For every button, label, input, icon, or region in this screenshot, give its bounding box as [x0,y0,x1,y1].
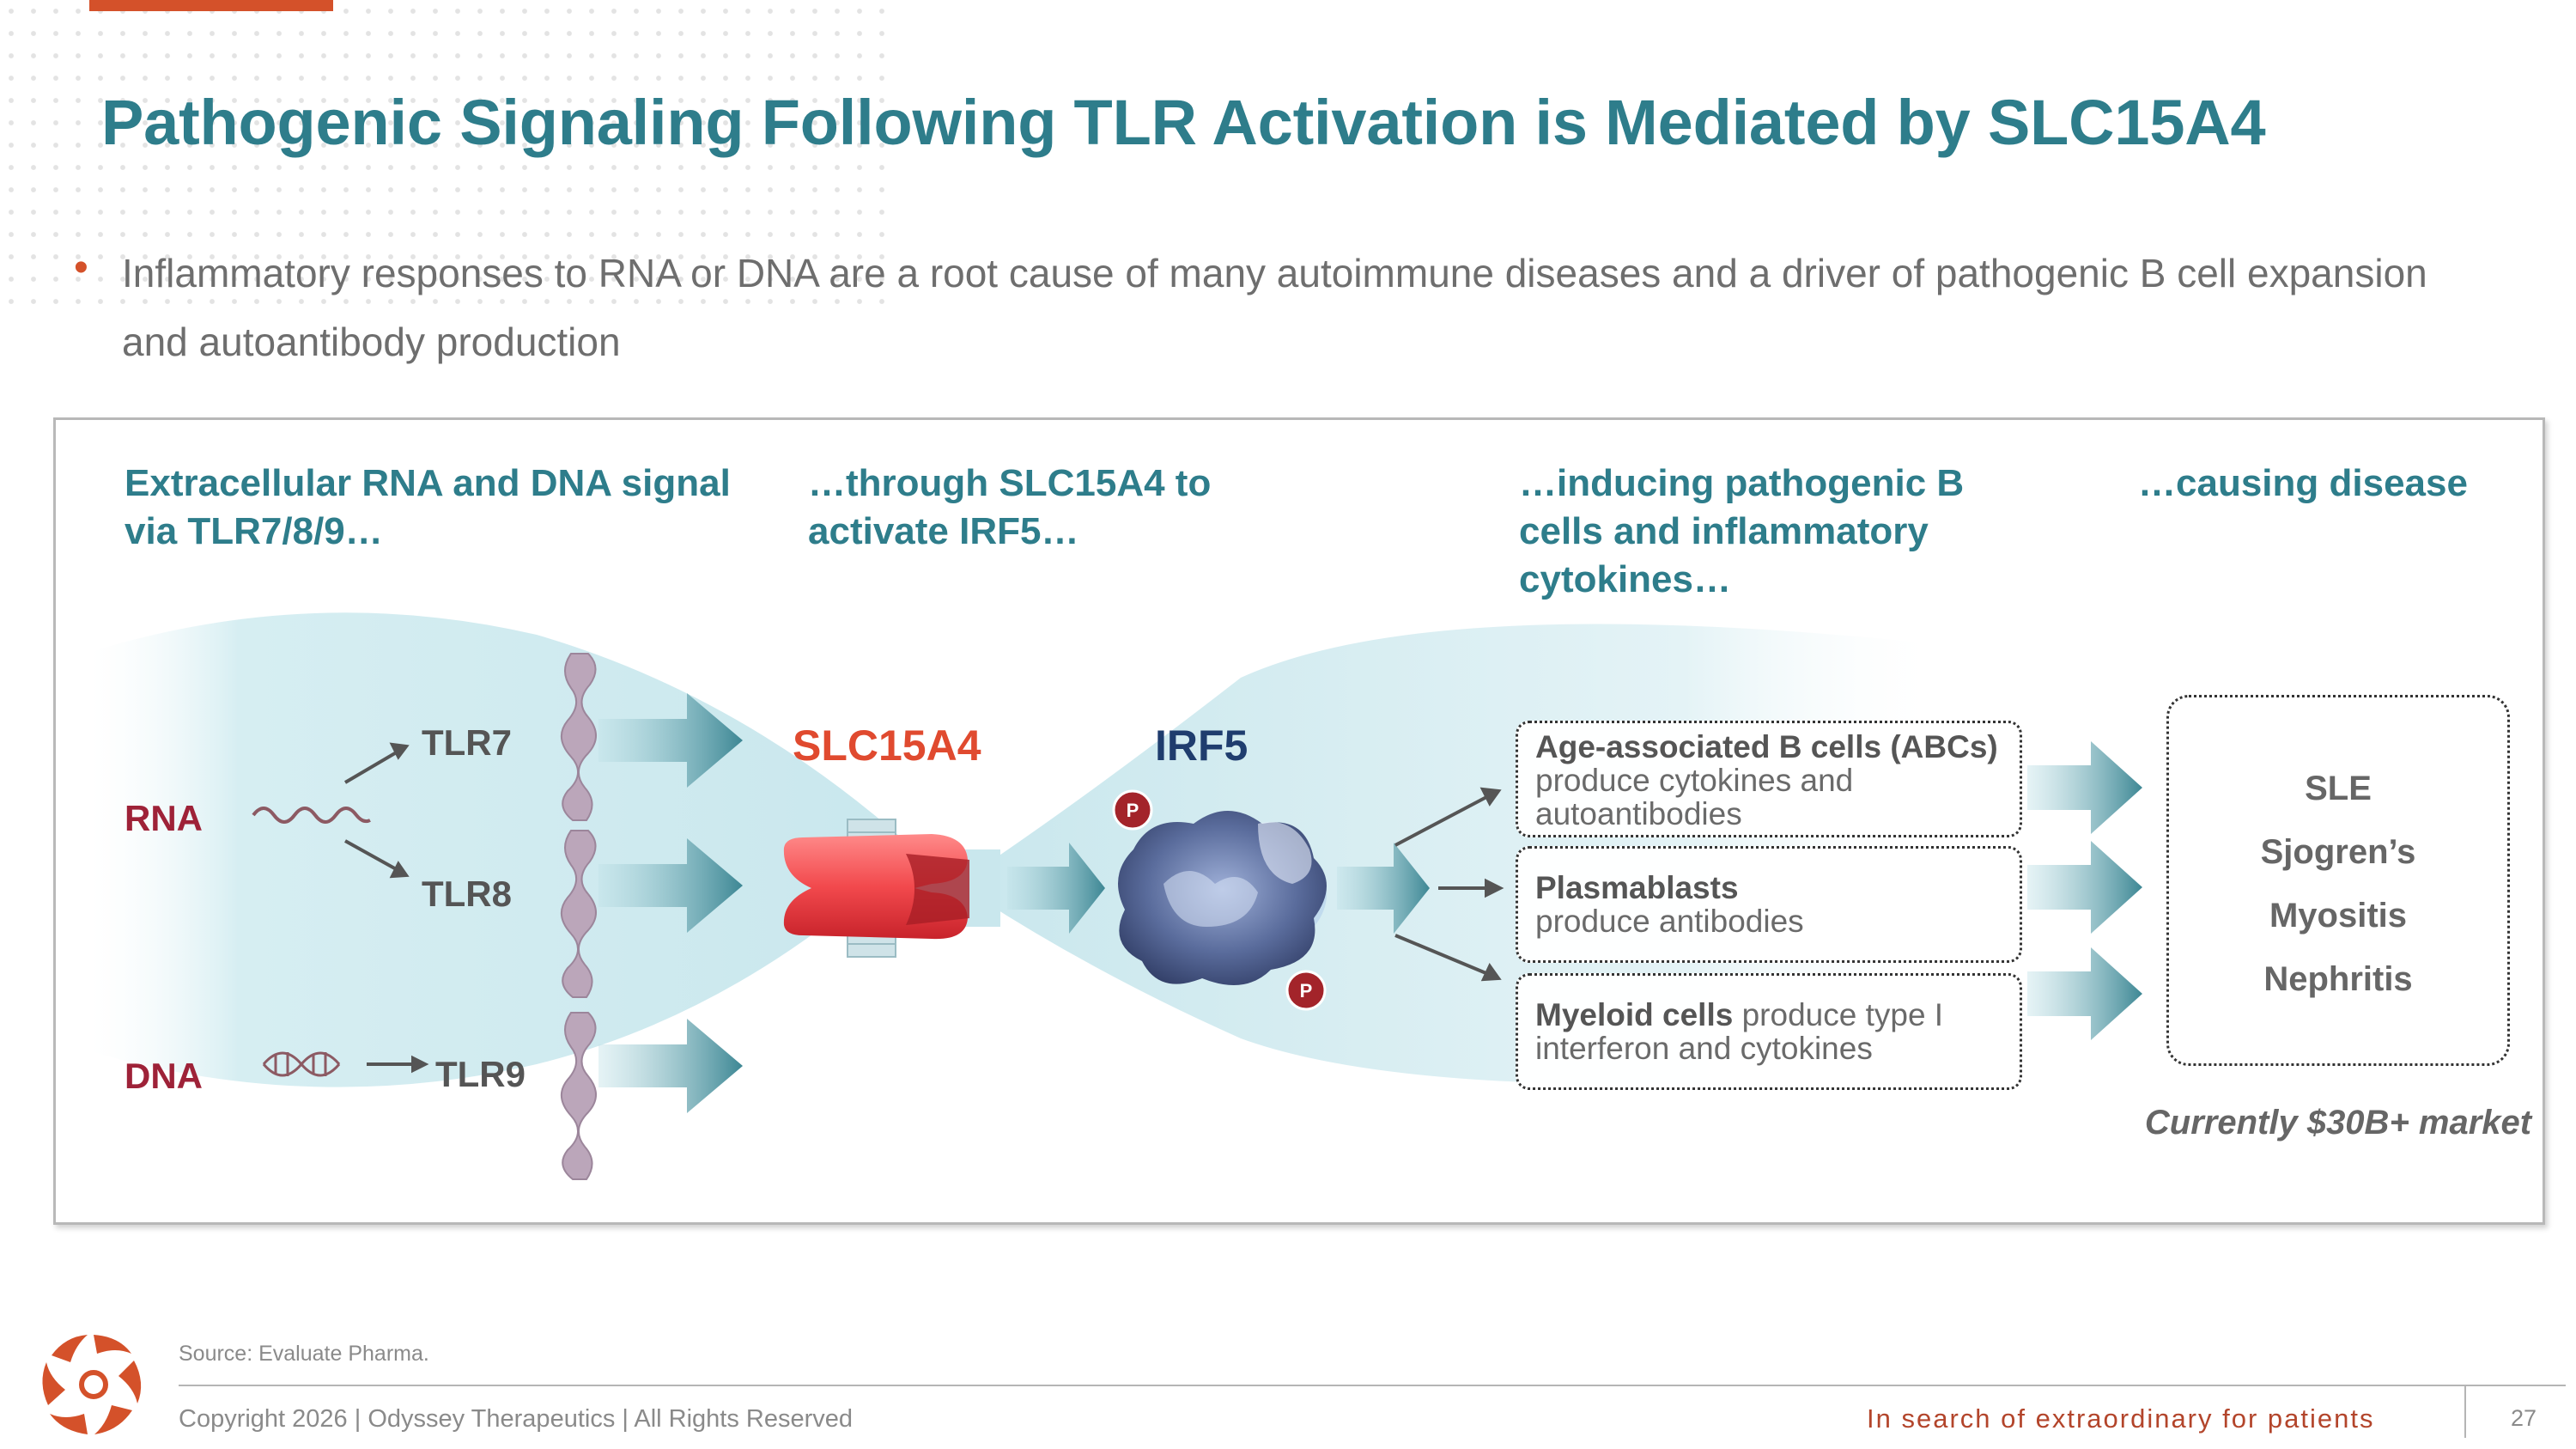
slc-to-irf5-arrow [1007,843,1105,934]
irf5-label: IRF5 [1155,721,1249,770]
source-note: Source: Evaluate Pharma. [179,1342,429,1366]
tlr9-label: TLR9 [435,1054,526,1094]
column-heading-ligands: Extracellular RNA and DNA signal via TLR… [125,462,731,552]
page-number: 27 [2511,1405,2537,1431]
dna-helix [262,1051,341,1077]
irf5-protein [1118,811,1327,985]
cell-box-abcs-title: Age-associated B cells (ABCs) [1535,729,1998,764]
odyssey-logo [42,1335,142,1434]
top-accent-bar [89,0,333,11]
tlr9-receptor [561,1012,597,1180]
disease-item: Nephritis [2263,960,2413,998]
column-heading-slc15a4: …through SLC15A4 to activate IRF5… [808,462,1212,552]
rna-label: RNA [125,798,203,838]
footer-divider [179,1385,2566,1386]
tlr7-label: TLR7 [422,722,512,763]
disease-box: SLE Sjogren’s Myositis Nephritis [2166,695,2510,1066]
cell-box-abcs: Age-associated B cells (ABCs) produce cy… [1516,721,2022,837]
column-heading-bcells: …inducing pathogenic B cells and inflamm… [1519,462,1965,600]
disease-item: Myositis [2269,897,2408,935]
bullet-text: Inflammatory responses to RNA or DNA are… [122,251,2427,364]
pathway-diagram-panel: P P Extracellular RNA and DNA signal via… [53,417,2545,1225]
disease-item: Sjogren’s [2260,833,2416,871]
tlr8-receptor [561,830,597,998]
ligand-arrows [343,742,429,1074]
footer-vertical-divider [2464,1385,2466,1438]
irf5-output-arrow [1337,843,1430,934]
phospho-label-bottom: P [1300,980,1313,1002]
phospho-site-top: P [1112,789,1153,831]
cell-box-plasmablasts-title: Plasmablasts [1535,870,1739,905]
bullet-marker: • [74,245,88,290]
phospho-label-top: P [1127,800,1139,821]
cell-box-myeloid-title: Myeloid cells [1535,997,1734,1032]
disease-item: SLE [2305,770,2372,807]
copyright-text: Copyright 2026 | Odyssey Therapeutics | … [179,1405,854,1433]
disease-arrows [2027,741,2142,1040]
cell-box-myeloid-text: produce type I interferon and cytokines [1535,997,1944,1066]
cell-box-plasmablasts: Plasmablasts produce antibodies [1516,846,2022,963]
phospho-site-bottom: P [1285,970,1327,1011]
cell-box-plasmablasts-text: produce antibodies [1535,904,1804,939]
tlr8-label: TLR8 [422,874,512,914]
cell-box-myeloid: Myeloid cells produce type I interferon … [1516,973,2022,1090]
cell-box-abcs-text: produce cytokines and autoantibodies [1535,763,1854,831]
dot-pattern [0,0,884,318]
slc15a4-label: SLC15A4 [793,721,981,770]
page-title: Pathogenic Signaling Following TLR Activ… [101,87,2266,158]
tlr-signal-arrows [598,693,743,1113]
dna-label: DNA [125,1056,203,1096]
fan-out-arrows [1394,787,1504,982]
tlr7-receptor [561,653,597,821]
slc15a4-transporter [783,819,969,958]
market-size-note: Currently $30B+ market [2144,1104,2532,1142]
column-heading-disease: …causing disease [2138,462,2468,504]
tagline: In search of extraordinary for patients [1867,1403,2375,1434]
rna-strand [252,807,371,824]
